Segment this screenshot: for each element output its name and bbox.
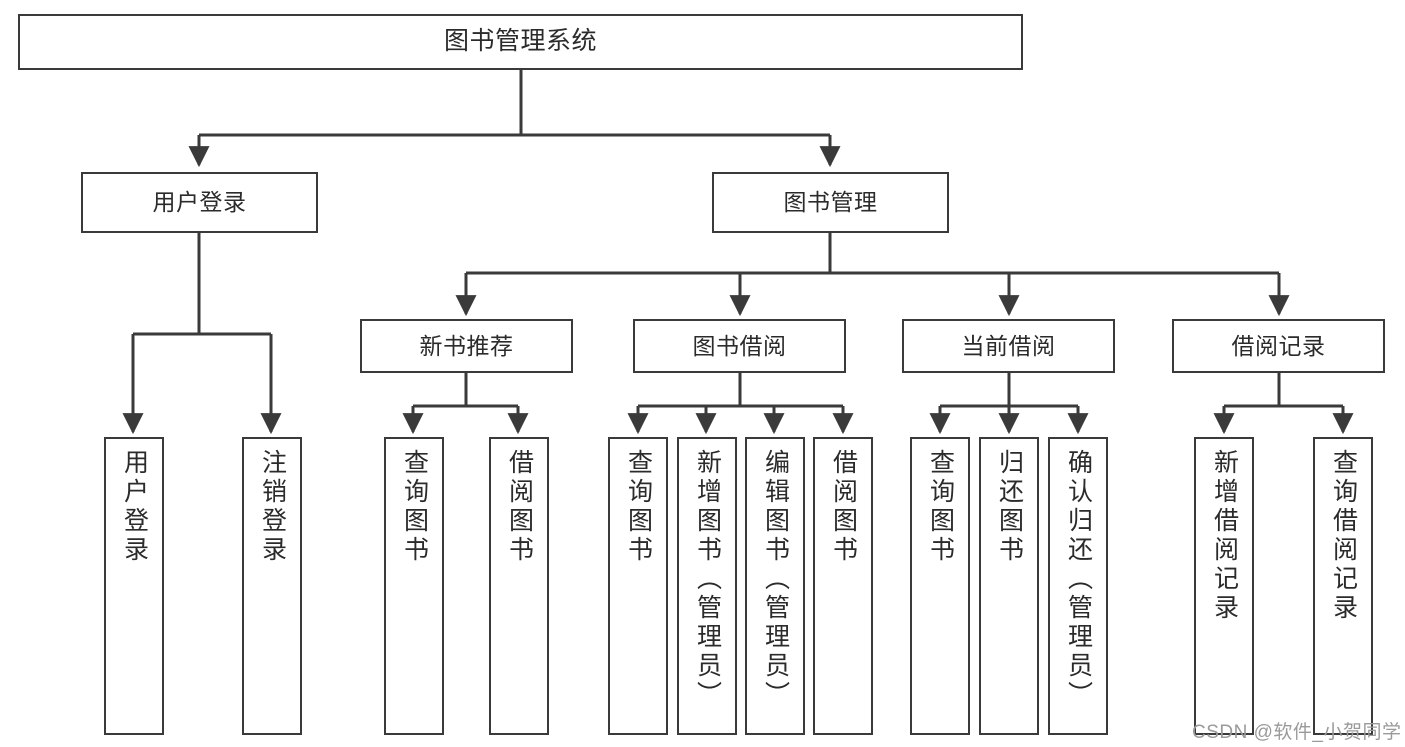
node-label: 查询图书 bbox=[926, 449, 955, 565]
node-label: 查询图书 bbox=[624, 449, 653, 565]
node-label: 借阅记录 bbox=[1231, 332, 1326, 359]
watermark-text: CSDN @软件_小贺同学 bbox=[1192, 722, 1402, 743]
node-leaf-query-book[interactable]: 查询图书 bbox=[608, 437, 668, 735]
node-user-login[interactable]: 用户登录 bbox=[81, 172, 318, 233]
node-label: 图书管理 bbox=[783, 189, 878, 216]
node-leaf-query-borrow-record[interactable]: 查询借阅记录 bbox=[1313, 437, 1373, 735]
node-leaf-edit-book-admin[interactable]: 编辑图书（管理员） bbox=[745, 437, 805, 735]
node-label: 注销登录 bbox=[258, 449, 287, 565]
node-leaf-query-book-current[interactable]: 查询图书 bbox=[910, 437, 970, 735]
node-label: 归还图书 bbox=[995, 449, 1024, 565]
node-leaf-query-book-recommend[interactable]: 查询图书 bbox=[384, 437, 444, 735]
node-book-management[interactable]: 图书管理 bbox=[712, 172, 949, 233]
node-label: 新增借阅记录 bbox=[1210, 449, 1239, 623]
node-book-borrow[interactable]: 图书借阅 bbox=[633, 319, 846, 373]
node-leaf-logout[interactable]: 注销登录 bbox=[242, 437, 302, 735]
node-leaf-add-borrow-record[interactable]: 新增借阅记录 bbox=[1194, 437, 1254, 735]
node-label: 确认归还（管理员） bbox=[1064, 449, 1093, 710]
node-label: 借阅图书 bbox=[505, 449, 534, 565]
node-leaf-borrow-book[interactable]: 借阅图书 bbox=[813, 437, 873, 735]
node-leaf-add-book-admin[interactable]: 新增图书（管理员） bbox=[677, 437, 737, 735]
node-label: 用户登录 bbox=[152, 189, 247, 216]
node-leaf-user-login[interactable]: 用户登录 bbox=[104, 437, 164, 735]
node-borrow-record[interactable]: 借阅记录 bbox=[1172, 319, 1385, 373]
node-label: 借阅图书 bbox=[829, 449, 858, 565]
node-label: 用户登录 bbox=[120, 449, 149, 565]
node-label: 图书借阅 bbox=[692, 332, 787, 359]
node-label: 编辑图书（管理员） bbox=[761, 449, 790, 710]
node-label: 当前借阅 bbox=[961, 332, 1056, 359]
node-label: 新书推荐 bbox=[419, 332, 514, 359]
node-label: 图书管理系统 bbox=[443, 27, 597, 56]
node-new-book-recommend[interactable]: 新书推荐 bbox=[360, 319, 573, 373]
node-current-borrow[interactable]: 当前借阅 bbox=[902, 319, 1115, 373]
node-leaf-borrow-book-recommend[interactable]: 借阅图书 bbox=[489, 437, 549, 735]
node-root-library-system[interactable]: 图书管理系统 bbox=[18, 14, 1023, 70]
node-leaf-return-book[interactable]: 归还图书 bbox=[979, 437, 1039, 735]
node-label: 查询图书 bbox=[400, 449, 429, 565]
node-label: 查询借阅记录 bbox=[1329, 449, 1358, 623]
node-leaf-confirm-return-admin[interactable]: 确认归还（管理员） bbox=[1048, 437, 1108, 735]
node-label: 新增图书（管理员） bbox=[693, 449, 722, 710]
